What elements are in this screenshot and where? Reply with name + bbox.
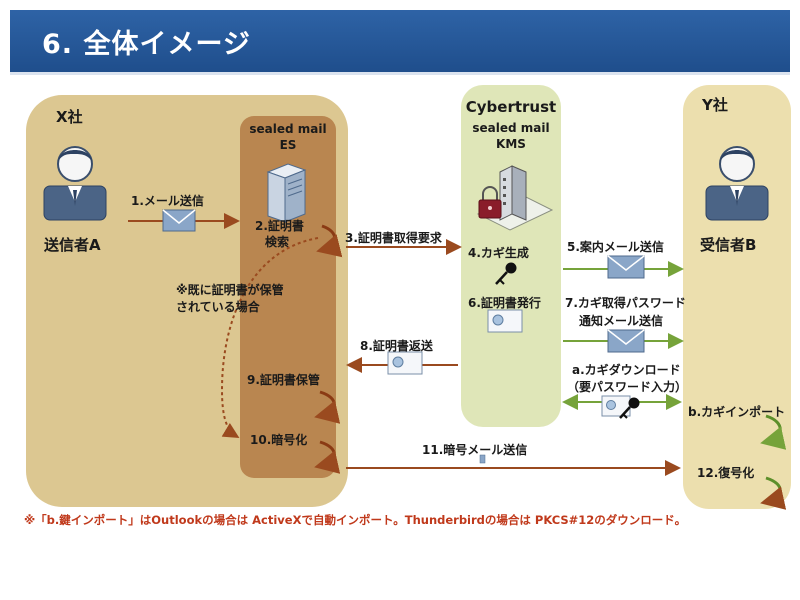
server-icon (266, 163, 307, 223)
step9-label: 9.証明書保管 (247, 373, 320, 387)
certificate-icon-step-a (601, 395, 631, 417)
step7-label-line2: 通知メール送信 (579, 314, 664, 328)
envelope-icon-step7 (607, 329, 645, 353)
es-subtitle: ES (279, 138, 297, 152)
certificate-icon-step8 (387, 351, 423, 375)
step6-label: 6.証明書発行 (468, 296, 541, 310)
envelope-icon-step5 (607, 255, 645, 279)
es-title: sealed mail (249, 122, 327, 136)
step2-label-line2: 検索 (265, 235, 290, 249)
certificate-icon-step6 (487, 309, 523, 333)
step7-label-line1: 7.カギ取得パスワード (565, 296, 686, 310)
key-icon-step4 (495, 262, 517, 285)
kms-building-icon (476, 165, 554, 231)
step11-label: 11.暗号メール送信 (422, 443, 528, 457)
key-icon-step-a (619, 397, 640, 419)
step8-label: 8.証明書返送 (360, 339, 433, 353)
sender-label: 送信者A (44, 236, 101, 254)
receiver-label: 受信者B (700, 236, 757, 254)
step1-label: 1.メール送信 (131, 194, 204, 208)
receiver-person-icon (705, 146, 769, 221)
step5-label: 5.案内メール送信 (567, 240, 664, 254)
cybertrust-label: Cybertrust (465, 98, 557, 116)
already-stored-line1: ※既に証明書が保管 (176, 283, 284, 297)
footnote: ※「b.鍵インポート」はOutlookの場合は ActiveXで自動インポート。… (24, 513, 687, 527)
lock-icon (478, 186, 502, 219)
header-divider (10, 72, 790, 75)
arrow-already-stored (220, 237, 319, 439)
page-title: 6. 全体イメージ (42, 29, 251, 60)
curl-arrow-step10 (314, 440, 341, 474)
title-banner: 6. 全体イメージ (10, 10, 790, 72)
step4-label: 4.カギ生成 (468, 246, 529, 260)
step10-label: 10.暗号化 (250, 433, 308, 447)
curl-arrow-step2 (316, 224, 343, 258)
curl-arrow-step12 (760, 476, 787, 510)
envelope-icon-step11 (479, 454, 486, 464)
x-company-label: X社 (56, 108, 83, 126)
step-a-label-line1: a.カギダウンロード (572, 363, 681, 377)
step-b-label: b.カギインポート (688, 405, 786, 419)
step-a-label-line2: （要パスワード入力） (567, 380, 688, 394)
already-stored-line2: されている場合 (176, 300, 260, 314)
y-company-label: Y社 (702, 96, 728, 114)
kms-subtitle: KMS (496, 137, 526, 151)
cybertrust-panel (461, 85, 561, 427)
curl-arrow-step-b (760, 414, 787, 450)
step12-label: 12.復号化 (697, 466, 755, 480)
envelope-icon-step1 (162, 209, 196, 232)
sender-person-icon (43, 146, 107, 221)
step3-label: 3.証明書取得要求 (345, 231, 442, 245)
step2-label-line1: 2.証明書 (255, 219, 304, 233)
curl-arrow-step9 (314, 390, 341, 424)
kms-title: sealed mail (472, 121, 550, 135)
